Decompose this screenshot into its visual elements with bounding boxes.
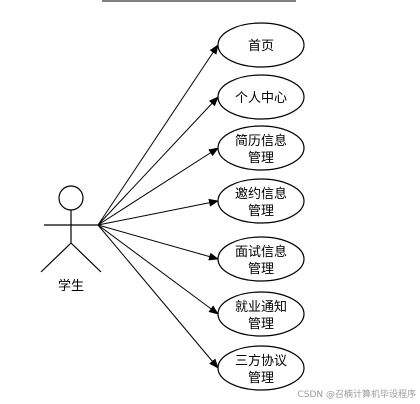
association-arrow-6: [97, 224, 219, 315]
use-case-oval-7: [217, 345, 305, 391]
watermark-text: CSDN @召楠计算机毕设程序: [297, 388, 416, 400]
association-arrow-4: [97, 198, 219, 226]
use-case-oval-1: [217, 22, 305, 68]
use-case-label-5-line2: 管理: [248, 262, 274, 277]
use-case-label-4: 邀约信息: [235, 186, 287, 202]
actor-student: 学生: [40, 185, 102, 294]
use-case-label-3: 简历信息: [235, 133, 287, 149]
use-case-label-3-line2: 管理: [248, 151, 274, 166]
actor-head: [58, 185, 84, 211]
use-case-label-6-line2: 管理: [248, 317, 274, 332]
association-arrow-7: [97, 224, 219, 369]
use-case-oval-6: [217, 291, 305, 337]
association-arrow-1: [97, 44, 219, 226]
actor-right-leg: [70, 242, 102, 273]
use-case-label-7-line2: 管理: [248, 371, 274, 386]
association-arrow-5: [97, 224, 219, 261]
use-case-oval-5: [217, 236, 305, 282]
use-case-label-1: 首页: [248, 39, 274, 54]
actor-label: 学生: [58, 278, 84, 294]
actor-left-leg: [40, 242, 72, 273]
use-case-label-5: 面试信息: [235, 244, 287, 260]
use-case-label-7: 三方协议: [235, 353, 287, 369]
use-case-label-2: 个人中心: [235, 91, 287, 106]
use-case-oval-4: [217, 178, 305, 224]
use-case-oval-2: [217, 74, 305, 120]
association-arrow-3: [97, 147, 219, 226]
association-arrow-2: [97, 96, 219, 226]
use-case-label-6: 就业通知: [235, 299, 287, 315]
use-case-oval-3: [217, 125, 305, 171]
association-arrows: [97, 44, 219, 369]
use-case-label-4-line2: 管理: [248, 204, 274, 219]
